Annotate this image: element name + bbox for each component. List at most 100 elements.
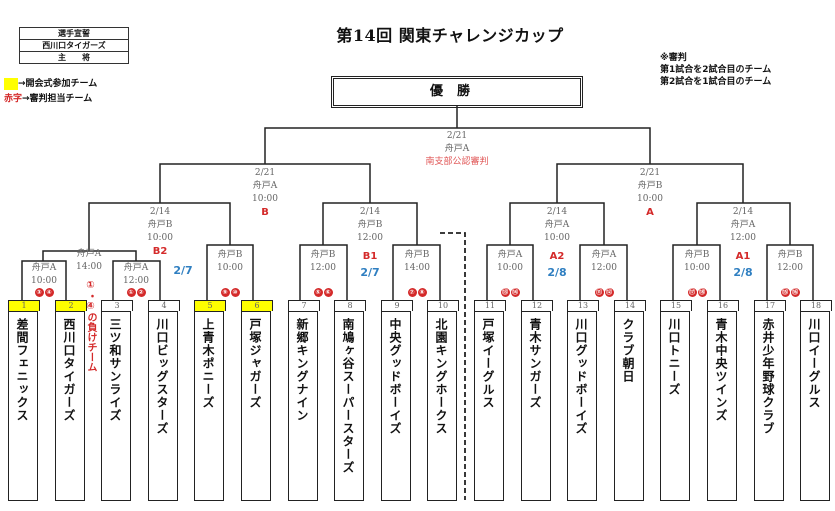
match-code: A xyxy=(646,207,654,218)
referee-order-badge: ② xyxy=(136,288,146,297)
r1-15v16-line xyxy=(672,244,721,300)
team-number: 17 xyxy=(754,300,786,311)
team-number: 9 xyxy=(381,300,413,311)
match-code: B1 xyxy=(362,251,378,262)
team-number: 8 xyxy=(334,300,366,311)
match-date: 2/21 xyxy=(254,168,276,178)
referee-order-badge: ⑤ xyxy=(313,288,323,297)
team-number: 1 xyxy=(8,300,40,311)
match-time: 10:00 xyxy=(684,263,710,273)
qf-b1-line xyxy=(322,202,418,245)
referee-order-badge: ③ xyxy=(34,288,44,297)
match-venue: 舟戸A xyxy=(76,249,102,259)
match-venue: 舟戸A xyxy=(252,181,278,191)
match-venue: 舟戸B xyxy=(777,250,803,260)
match-venue: 舟戸A xyxy=(444,144,470,154)
match-venue: 舟戸A xyxy=(497,250,523,260)
team-name: 青木サンガーズ xyxy=(521,311,551,501)
match-date: 2/21 xyxy=(446,131,468,141)
team-number: 4 xyxy=(148,300,180,311)
team-number: 7 xyxy=(288,300,320,311)
team-name: 赤井少年野球クラブ xyxy=(754,311,784,501)
referee-order-badge: ⑱ xyxy=(697,288,707,297)
match-time: 10:00 xyxy=(497,263,523,273)
r2-1to4-line xyxy=(42,250,137,261)
match-venue: 舟戸A xyxy=(123,263,149,273)
match-venue: 舟戸A xyxy=(730,220,756,230)
team-name: 川口ビッグスターズ xyxy=(148,311,178,501)
match-date: 2/14 xyxy=(149,207,171,217)
match-venue: 舟戸B xyxy=(147,220,173,230)
referee-order-badge: ⑥ xyxy=(323,288,333,297)
team-number: 11 xyxy=(474,300,506,311)
referee-order-badge: ⑰ xyxy=(687,288,697,297)
team-name: 川口グッドボーイズ xyxy=(567,311,597,501)
referee-note: ※審判 第1試合を2試合目のチーム 第2試合を1試合目のチーム xyxy=(660,52,771,88)
match-time: 10:00 xyxy=(637,194,663,204)
r1-17v18-line xyxy=(766,244,814,300)
r1-1v2-line xyxy=(21,260,67,300)
match-time: 10:00 xyxy=(147,233,173,243)
oath-table: 選手宣誓 西川口タイガーズ 主 将 xyxy=(19,27,129,64)
r1-13v14-line xyxy=(579,244,628,300)
team-name: 三ツ和サンライズ xyxy=(101,311,131,501)
team-number: 13 xyxy=(567,300,599,311)
match-code: B xyxy=(261,207,269,218)
match-venue: 舟戸B xyxy=(357,220,383,230)
referee-order-badge: ⑭ xyxy=(510,288,520,297)
team-name: 戸塚ジャガーズ xyxy=(241,311,271,501)
match-date: 2/21 xyxy=(639,168,661,178)
legend-opening-text: →開会式参加チーム xyxy=(18,79,98,89)
team-number: 10 xyxy=(427,300,459,311)
division-dashed-line xyxy=(440,232,466,500)
referee-order-badge: ⑪ xyxy=(594,288,604,297)
referee-order-badge: ⑩ xyxy=(230,288,240,297)
match-venue: 舟戸B xyxy=(637,181,663,191)
match-venue: 舟戸B xyxy=(684,250,710,260)
note-line: 第2試合を1試合目のチーム xyxy=(660,77,772,87)
match-code: B2 xyxy=(152,246,168,257)
match-time: 10:00 xyxy=(544,233,570,243)
note-line: ※審判 xyxy=(660,53,687,63)
match-time: 12:00 xyxy=(730,233,756,243)
page-title: 第14回 関東チャレンジカップ xyxy=(336,26,564,45)
qf-a2-line xyxy=(509,202,605,245)
match-day: 2/7 xyxy=(173,264,193,277)
match-venue: 舟戸A xyxy=(591,250,617,260)
referee-order-badge: ④ xyxy=(44,288,54,297)
legend-referee: 赤字→審判担当チーム xyxy=(4,91,92,104)
referee-order-badge: ⑯ xyxy=(790,288,800,297)
oath-header: 選手宣誓 xyxy=(20,28,128,40)
match-time: 12:00 xyxy=(310,263,336,273)
legend-referee-text: →審判担当チーム xyxy=(22,94,93,104)
referee-order-badge: ⑫ xyxy=(604,288,614,297)
match-time: 12:00 xyxy=(591,263,617,273)
team-number: 12 xyxy=(521,300,553,311)
team-name: クラブ朝日 xyxy=(614,311,644,501)
match-code: A1 xyxy=(735,251,751,262)
match-time: 14:00 xyxy=(76,262,102,272)
team-name: 上青木ポニーズ xyxy=(194,311,224,501)
team-name: 中央グッドボーイズ xyxy=(381,311,411,501)
match-time: 14:00 xyxy=(404,263,430,273)
match-time: 12:00 xyxy=(357,233,383,243)
match-day: 2/8 xyxy=(733,266,753,279)
team-number: 6 xyxy=(241,300,273,311)
match-code: A2 xyxy=(549,251,565,262)
team-number: 16 xyxy=(707,300,739,311)
referee-order-badge: ⑦ xyxy=(407,288,417,297)
match-venue: 舟戸B xyxy=(310,250,336,260)
team-number: 15 xyxy=(660,300,692,311)
final-line xyxy=(264,105,651,164)
match-time: 10:00 xyxy=(252,194,278,204)
match-venue: 舟戸B xyxy=(404,250,430,260)
match-date: 2/14 xyxy=(359,207,381,217)
r1-9v10-line xyxy=(392,244,441,300)
